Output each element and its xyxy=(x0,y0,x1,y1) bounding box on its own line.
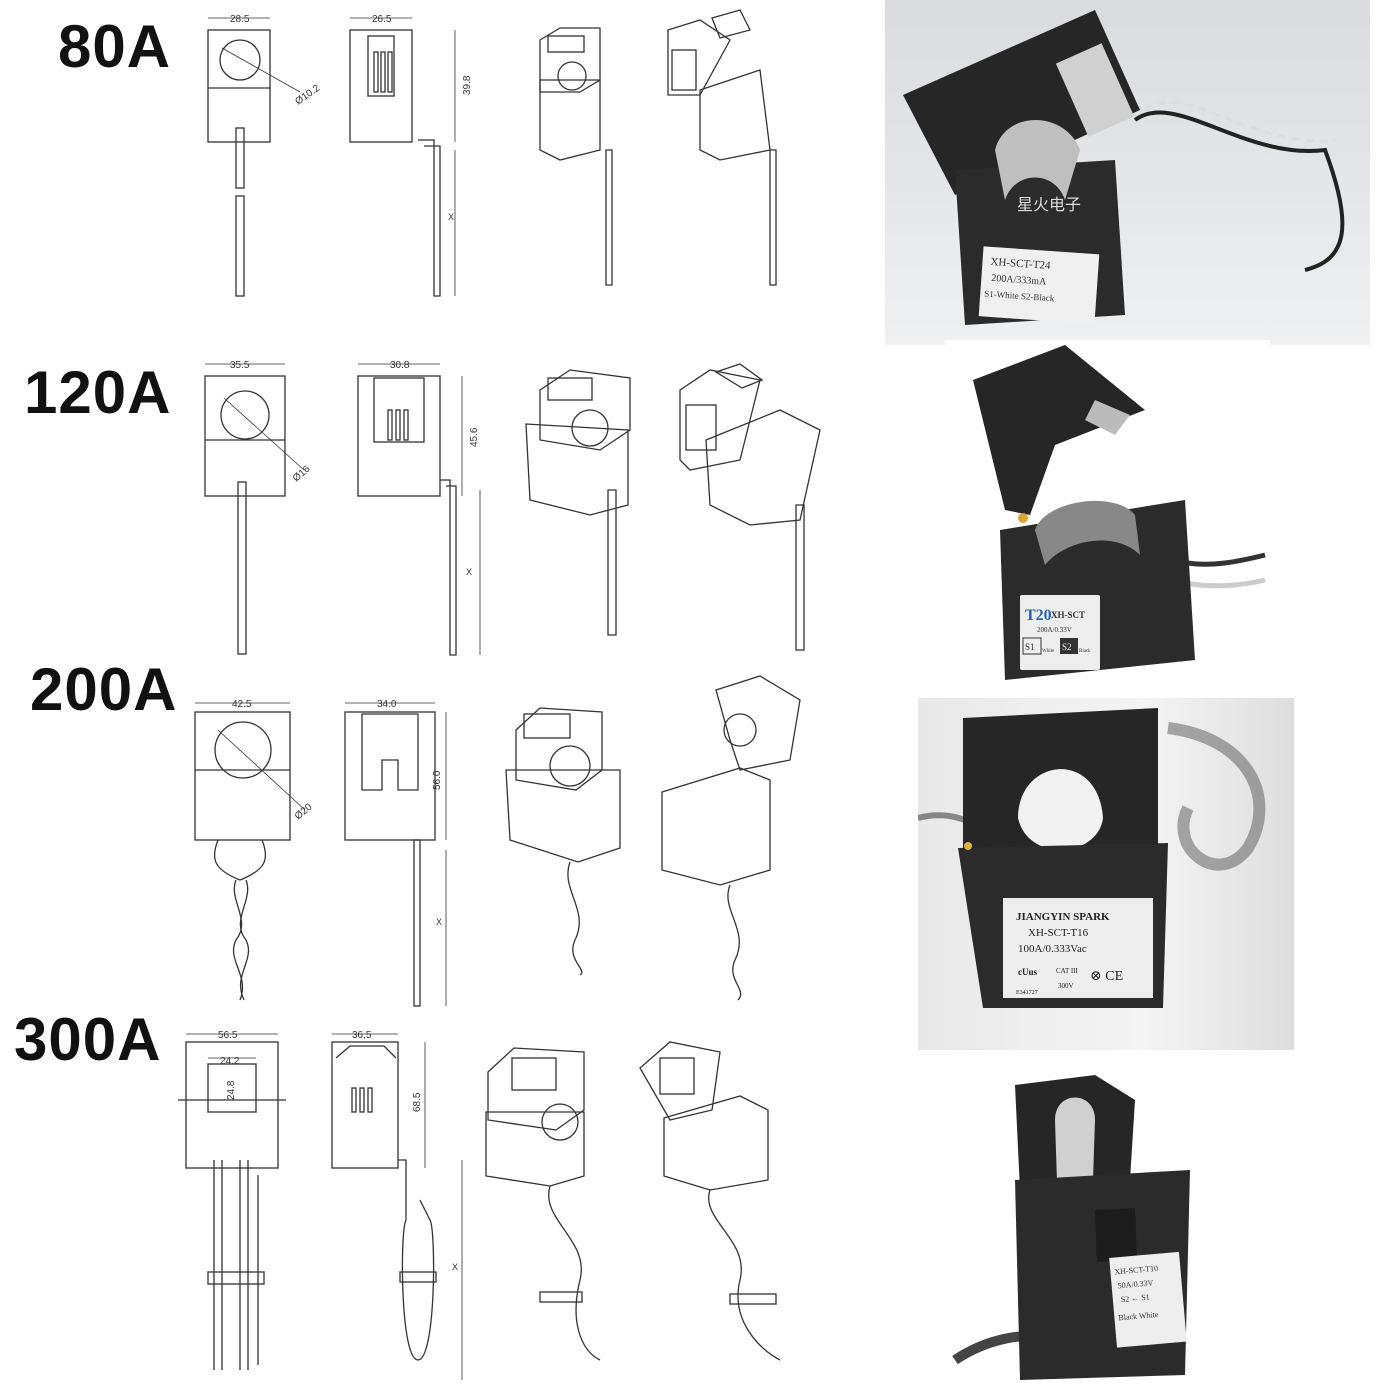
drawing-200a-iso-open xyxy=(661,675,801,1001)
drawing-300a-iso-closed xyxy=(485,1047,601,1361)
svg-text:Black: Black xyxy=(1079,649,1091,654)
photo-200a-label: JIANGYIN SPARK XH-SCT-T16 100A/0.333Vac … xyxy=(1003,898,1153,998)
svg-text:56.5: 56.5 xyxy=(218,1030,238,1041)
dim-80a-hole: Ø10.2 xyxy=(293,83,322,108)
svg-text:XH-SCT-T10: XH-SCT-T10 xyxy=(1114,1264,1158,1277)
svg-text:24.8: 24.8 xyxy=(226,1080,237,1100)
svg-text:X: X xyxy=(452,1262,458,1272)
svg-text:T20: T20 xyxy=(1025,607,1052,624)
dim-80a-height: 39.8 xyxy=(462,75,473,95)
photo-80a: 星火电子 XH-SCT-T24 200A/333mA S1-White S2-B… xyxy=(885,0,1370,345)
drawing-120a-iso-open xyxy=(679,363,821,651)
drawing-80a-front: 28.5 Ø10.2 xyxy=(207,14,322,297)
svg-text:Black White: Black White xyxy=(1118,1310,1159,1322)
svg-text:30.8: 30.8 xyxy=(390,360,410,371)
drawing-200a-front: 42.5 Ø20 xyxy=(194,699,315,1001)
rating-120a: 120A xyxy=(24,359,172,426)
svg-text:E341727: E341727 xyxy=(1016,990,1038,996)
dim-80a-width: 28.5 xyxy=(230,14,250,25)
svg-text:24.2: 24.2 xyxy=(220,1056,240,1067)
svg-text:50A/0.33V: 50A/0.33V xyxy=(1117,1278,1154,1290)
svg-text:42.5: 42.5 xyxy=(232,699,252,710)
svg-text:White: White xyxy=(1042,649,1055,654)
svg-text:Ø16: Ø16 xyxy=(291,463,313,484)
svg-text:45.6: 45.6 xyxy=(469,427,480,447)
svg-text:200A/0.33V: 200A/0.33V xyxy=(1037,626,1072,634)
photo-120a-label: T20 XH-SCT 200A/0.33V S1 White S2 Black xyxy=(1020,595,1100,670)
svg-text:100A/0.333Vac: 100A/0.333Vac xyxy=(1018,943,1087,955)
svg-text:S2: S2 xyxy=(1062,642,1072,652)
drawing-80a-iso-open xyxy=(667,9,777,286)
dim-80a-depth: 26.5 xyxy=(372,14,392,25)
svg-text:CAT III: CAT III xyxy=(1056,967,1079,975)
svg-text:300V: 300V xyxy=(1058,982,1074,990)
svg-text:S1: S1 xyxy=(1025,642,1035,652)
drawing-80a-iso-closed xyxy=(539,27,613,286)
photo-120a: T20 XH-SCT 200A/0.33V S1 White S2 Black xyxy=(945,340,1270,685)
svg-text:34.0: 34.0 xyxy=(377,699,397,710)
svg-text:X: X xyxy=(448,212,454,222)
svg-text:⊗ CE: ⊗ CE xyxy=(1090,969,1123,984)
drawing-300a-iso-open xyxy=(639,1041,781,1361)
drawing-120a-side: 30.8 45.6 X xyxy=(357,360,481,656)
svg-text:XH-SCT: XH-SCT xyxy=(1051,610,1085,620)
rating-300a: 300A xyxy=(14,1006,162,1073)
svg-text:cUus: cUus xyxy=(1018,967,1037,977)
drawing-120a-iso-closed xyxy=(525,369,631,636)
svg-text:36,5: 36,5 xyxy=(352,1030,372,1041)
drawing-120a-front: 35.5 Ø16 xyxy=(204,360,313,655)
drawing-80a-side: 26.5 39.8 X xyxy=(349,14,473,297)
svg-text:200A/333mA: 200A/333mA xyxy=(991,273,1047,288)
svg-text:56.0: 56.0 xyxy=(432,770,443,790)
svg-text:68.5: 68.5 xyxy=(412,1092,423,1112)
photo-300a-label: XH-SCT-T10 50A/0.33V S2 ← S1 Black White xyxy=(1109,1251,1187,1348)
photo-200a: JIANGYIN SPARK XH-SCT-T16 100A/0.333Vac … xyxy=(918,698,1294,1050)
photo-300a: XH-SCT-T10 50A/0.33V S2 ← S1 Black White xyxy=(945,1060,1225,1395)
rating-200a: 200A xyxy=(30,656,178,723)
svg-text:X: X xyxy=(466,567,472,577)
photo-80a-brand: 星火电子 xyxy=(1017,196,1081,214)
svg-text:S1-White S2-Black: S1-White S2-Black xyxy=(984,288,1055,303)
technical-drawings: 28.5 Ø10.2 26.5 39.8 X 35.5 xyxy=(178,9,821,1380)
svg-text:Ø20: Ø20 xyxy=(293,801,315,822)
svg-text:JIANGYIN SPARK: JIANGYIN SPARK xyxy=(1016,911,1110,923)
svg-text:S2 ← S1: S2 ← S1 xyxy=(1120,1293,1150,1304)
drawing-200a-side: 34.0 56.0 X xyxy=(344,699,447,1007)
drawing-200a-iso-closed xyxy=(505,707,621,976)
svg-text:XH-SCT-T16: XH-SCT-T16 xyxy=(1028,927,1089,939)
drawing-300a-front: 56.5 24.2 24.8 xyxy=(178,1030,286,1370)
svg-text:X: X xyxy=(436,917,442,927)
photo-120a-lid xyxy=(973,345,1145,515)
drawing-300a-side: 36,5 68.5 X xyxy=(331,1030,463,1380)
svg-text:XH-SCT-T24: XH-SCT-T24 xyxy=(990,256,1051,272)
svg-text:35.5: 35.5 xyxy=(230,360,250,371)
photo-80a-label: XH-SCT-T24 200A/333mA S1-White S2-Black xyxy=(978,246,1100,325)
rating-80a: 80A xyxy=(58,13,172,80)
